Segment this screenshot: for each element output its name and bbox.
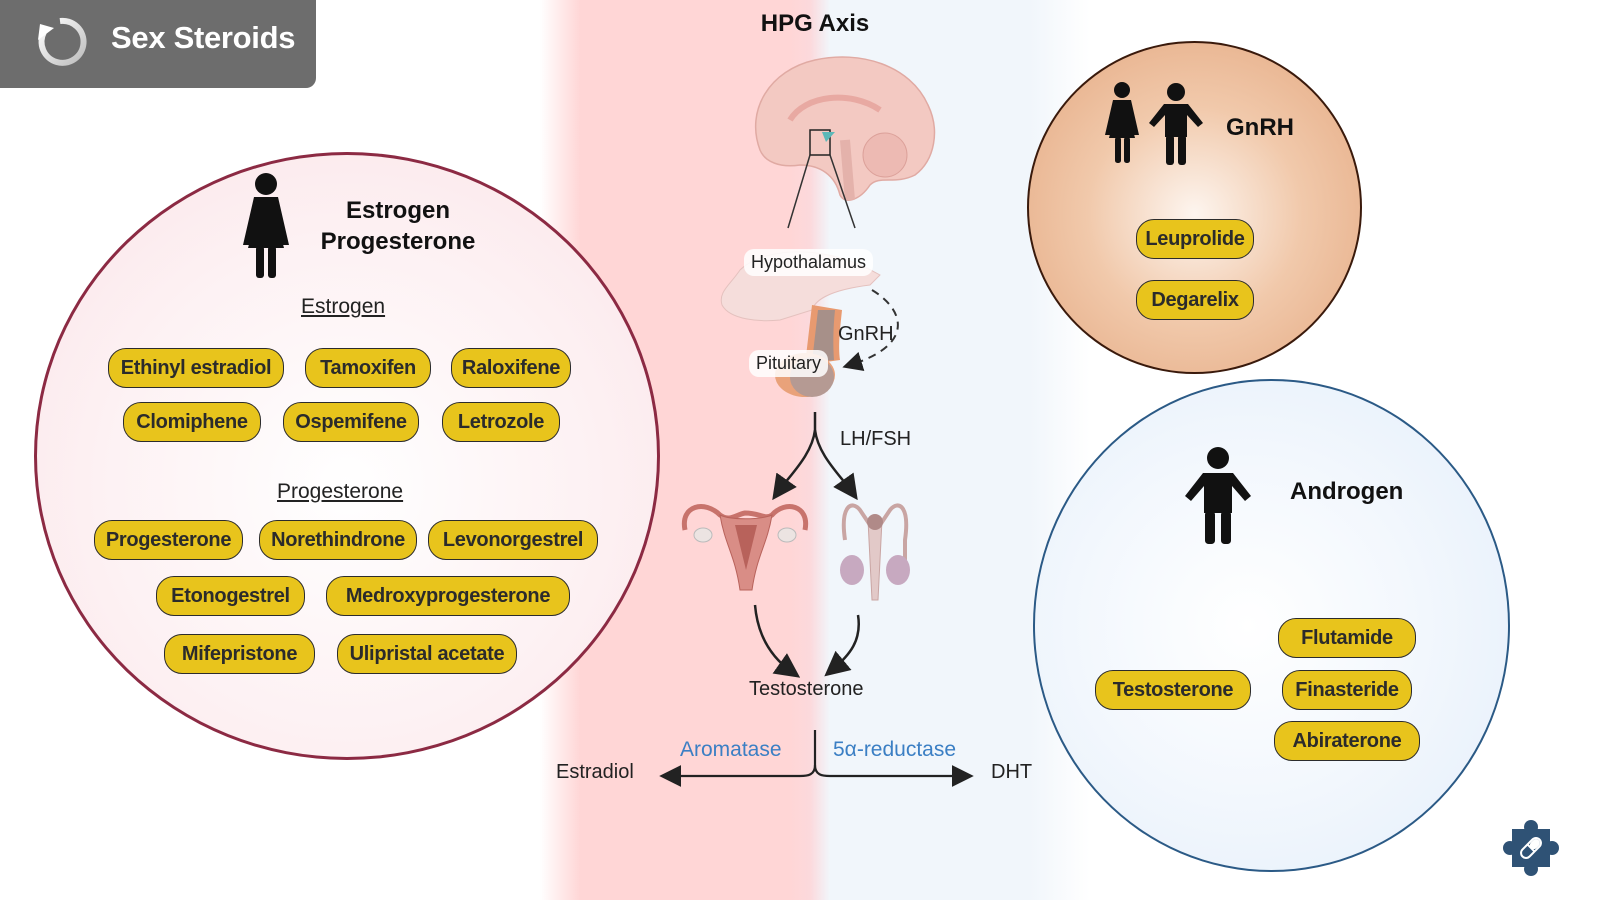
uterus-illustration (681, 504, 809, 591)
estrogen-subheading: Estrogen (301, 295, 386, 318)
lhfsh-label: LH/FSH (840, 428, 912, 450)
testosterone-label: Testosterone (749, 678, 864, 700)
female-to-testosterone-arrow (753, 604, 801, 678)
drug-pill[interactable]: Letrozole (442, 402, 560, 442)
hpg-title: HPG Axis (760, 10, 870, 37)
androgen-panel (1033, 379, 1510, 872)
page-title: Sex Steroids (111, 20, 296, 55)
zoom-box (809, 129, 831, 156)
brain-illustration (754, 56, 936, 229)
refresh-icon (38, 17, 87, 66)
dht-label: DHT (991, 761, 1033, 783)
drug-pill[interactable]: Progesterone (94, 520, 243, 560)
lhfsh-arrow-female (772, 412, 817, 501)
drug-pill[interactable]: Tamoxifen (305, 348, 431, 388)
estrogen-progesterone-panel (34, 152, 660, 760)
gnrh-panel (1027, 41, 1362, 374)
drug-pill[interactable]: Ethinyl estradiol (108, 348, 284, 388)
estradiol-label: Estradiol (556, 761, 634, 783)
drug-pill[interactable]: Levonorgestrel (428, 520, 598, 560)
gnrh-label: GnRH (838, 323, 894, 345)
title-header: Sex Steroids (0, 0, 316, 88)
estrogen-panel-title: Estrogen Progesterone (298, 195, 498, 257)
progesterone-subheading: Progesterone (277, 480, 404, 503)
drug-pill[interactable]: Abiraterone (1274, 721, 1420, 761)
aromatase-label: Aromatase (680, 738, 782, 761)
lhfsh-arrow-male (813, 429, 858, 501)
drug-pill[interactable]: Norethindrone (259, 520, 417, 560)
drug-pill[interactable]: Leuprolide (1136, 219, 1254, 259)
drug-pill[interactable]: Clomiphene (123, 402, 261, 442)
male-to-testosterone-arrow (824, 614, 861, 677)
drug-pill[interactable]: Etonogestrel (156, 576, 305, 616)
drug-pill[interactable]: Ospemifene (283, 402, 419, 442)
5a-reductase-label: 5α-reductase (833, 738, 957, 761)
androgen-panel-title: Androgen (1290, 478, 1404, 505)
drug-pill[interactable]: Flutamide (1278, 618, 1416, 658)
reductase-arrow (813, 764, 974, 787)
pituitary-label: Pituitary (749, 350, 829, 377)
estrogen-title-line1: Estrogen (345, 197, 450, 224)
drug-pill[interactable]: Testosterone (1095, 670, 1251, 710)
puzzle-pill-logo-icon[interactable] (1500, 815, 1564, 879)
gnrh-feedback-arrow (842, 289, 899, 372)
drug-pill[interactable]: Finasteride (1282, 670, 1412, 710)
drug-pill[interactable]: Medroxyprogesterone (326, 576, 570, 616)
drug-pill[interactable]: Ulipristal acetate (337, 634, 517, 674)
male-reproductive-illustration (840, 503, 910, 601)
hypothalamus-label: Hypothalamus (744, 249, 874, 276)
drug-pill[interactable]: Degarelix (1136, 280, 1254, 320)
estrogen-title-line2: Progesterone (320, 228, 476, 255)
drug-pill[interactable]: Raloxifene (451, 348, 571, 388)
drug-pill[interactable]: Mifepristone (164, 634, 315, 674)
gnrh-panel-title: GnRH (1226, 114, 1294, 141)
